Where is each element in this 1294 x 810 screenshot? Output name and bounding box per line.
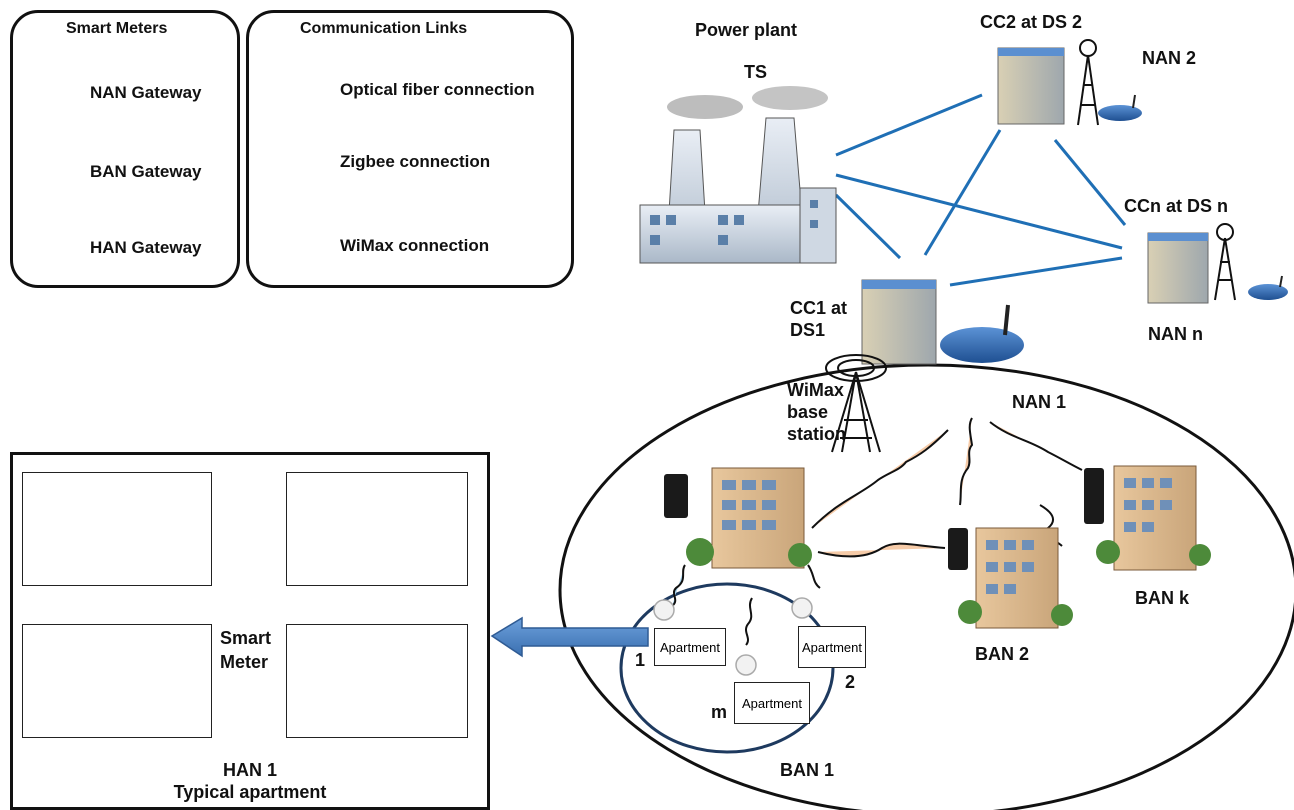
wimax-label-line1: WiMax <box>787 380 844 400</box>
smart-meter-label-line2: Meter <box>220 652 269 672</box>
legend-ban-gateway-label: BAN Gateway <box>90 162 202 181</box>
han-quadrant-top-left <box>22 472 212 586</box>
power-plant-icon <box>639 86 837 264</box>
apartment-m-number: m <box>711 702 728 722</box>
wimax-label-line3: station <box>787 424 847 444</box>
ban1-building-icon <box>664 467 812 569</box>
legend-nan-gateway-label: NAN Gateway <box>90 83 202 102</box>
bank-label: BAN k <box>1135 588 1190 608</box>
fiber-links <box>834 93 1127 287</box>
legend-optical-fiber-label: Optical fiber connection <box>340 80 535 99</box>
nann-label: NAN n <box>1148 324 1203 344</box>
wimax-label-line2: base <box>787 402 829 422</box>
nan2-label: NAN 2 <box>1142 48 1197 68</box>
han-subtitle: Typical apartment <box>173 782 327 802</box>
apartment-1-number: 1 <box>635 650 646 670</box>
apartment-meters <box>653 597 813 676</box>
cc1-substation-icon <box>861 279 1024 365</box>
smart-meter-label-line1: Smart <box>220 628 272 648</box>
communication-links-legend <box>246 10 574 288</box>
han-arrow <box>490 616 649 658</box>
cc2-label: CC2 at DS 2 <box>980 12 1083 32</box>
legend-zigbee-label: Zigbee connection <box>340 152 491 171</box>
han-quadrant-top-right <box>286 472 468 586</box>
han-quadrant-bottom-left <box>22 624 212 738</box>
ccn-label: CCn at DS n <box>1124 196 1229 216</box>
power-plant-label: Power plant <box>695 20 798 40</box>
cc1-label-line1: CC1 at <box>790 298 848 318</box>
ts-label: TS <box>744 62 768 82</box>
ban2-building-icon <box>948 527 1073 629</box>
nan1-boundary <box>558 363 1294 810</box>
nan1-label: NAN 1 <box>1012 392 1067 412</box>
smart-meters-legend <box>10 10 240 288</box>
ban2-label: BAN 2 <box>975 644 1030 664</box>
ban1-boundary <box>619 582 835 754</box>
apartment-2-number: 2 <box>845 672 856 692</box>
bank-building-icon <box>1084 465 1211 571</box>
apartment-m: Apartment <box>734 682 810 724</box>
communication-links-legend-title: Communication Links <box>300 20 468 37</box>
ccn-substation-icon <box>1147 223 1288 304</box>
han-title: HAN 1 <box>222 760 277 780</box>
apartment-1: Apartment <box>654 628 726 666</box>
cc2-substation-icon <box>997 39 1142 126</box>
han-quadrant-bottom-right <box>286 624 468 738</box>
cc1-label-line2: DS1 <box>790 320 826 340</box>
smart-meters-legend-title: Smart Meters <box>66 20 168 37</box>
apartment-2: Apartment <box>798 626 866 668</box>
legend-han-gateway-label: HAN Gateway <box>90 238 202 257</box>
ban1-label: BAN 1 <box>780 760 835 780</box>
wimax-tower-icon <box>825 354 887 453</box>
legend-wimax-label: WiMax connection <box>340 236 490 255</box>
